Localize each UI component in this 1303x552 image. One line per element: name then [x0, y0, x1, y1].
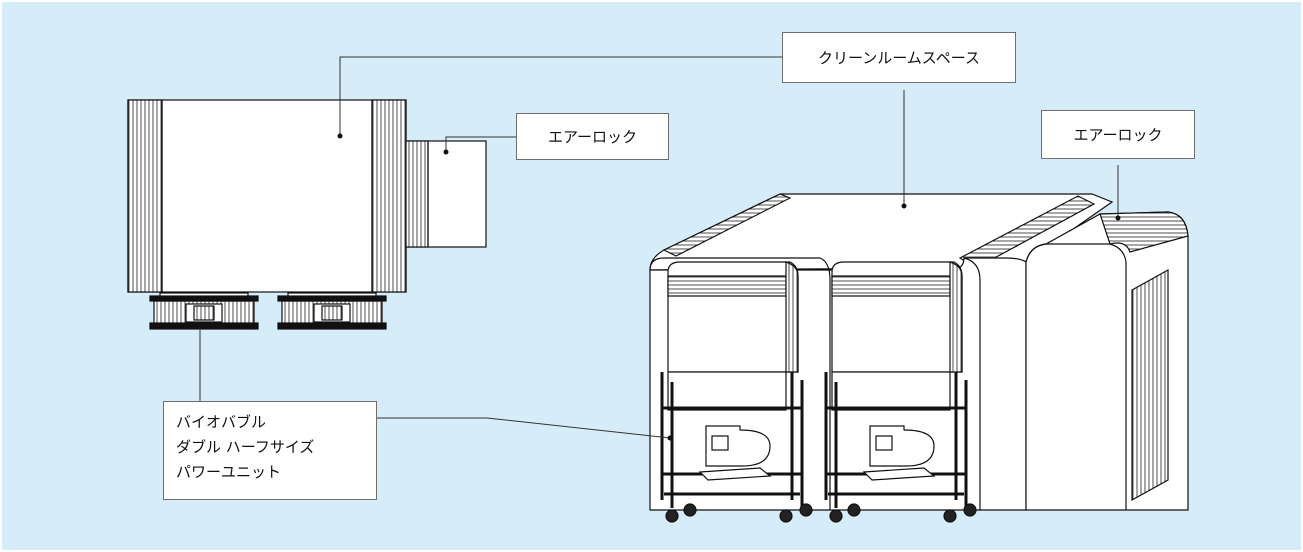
- biobubble-label: バイオバブル ダブル ハーフサイズ パワーユニット: [163, 401, 377, 500]
- biobubble-label-line-2: ダブル ハーフサイズ: [176, 438, 315, 456]
- airlock-left-label: エアーロック: [516, 113, 669, 160]
- perspective-power-unit-1: [660, 261, 813, 523]
- top-view-power-unit-1: [149, 292, 259, 330]
- leader-lines: [199, 56, 1119, 439]
- cleanroom-label: クリーンルームスペース: [782, 32, 1016, 83]
- airlock-right-label: エアーロック: [1041, 110, 1195, 159]
- biobubble-label-line-1: バイオバブル: [176, 413, 267, 431]
- biobubble-label-line-3: パワーユニット: [176, 463, 282, 481]
- top-view-cleanroom: [127, 99, 407, 293]
- top-view-power-unit-2: [277, 292, 387, 330]
- top-view-airlock: [405, 140, 487, 248]
- leader-dots: [337, 133, 1121, 441]
- perspective-power-unit-2: [824, 261, 977, 523]
